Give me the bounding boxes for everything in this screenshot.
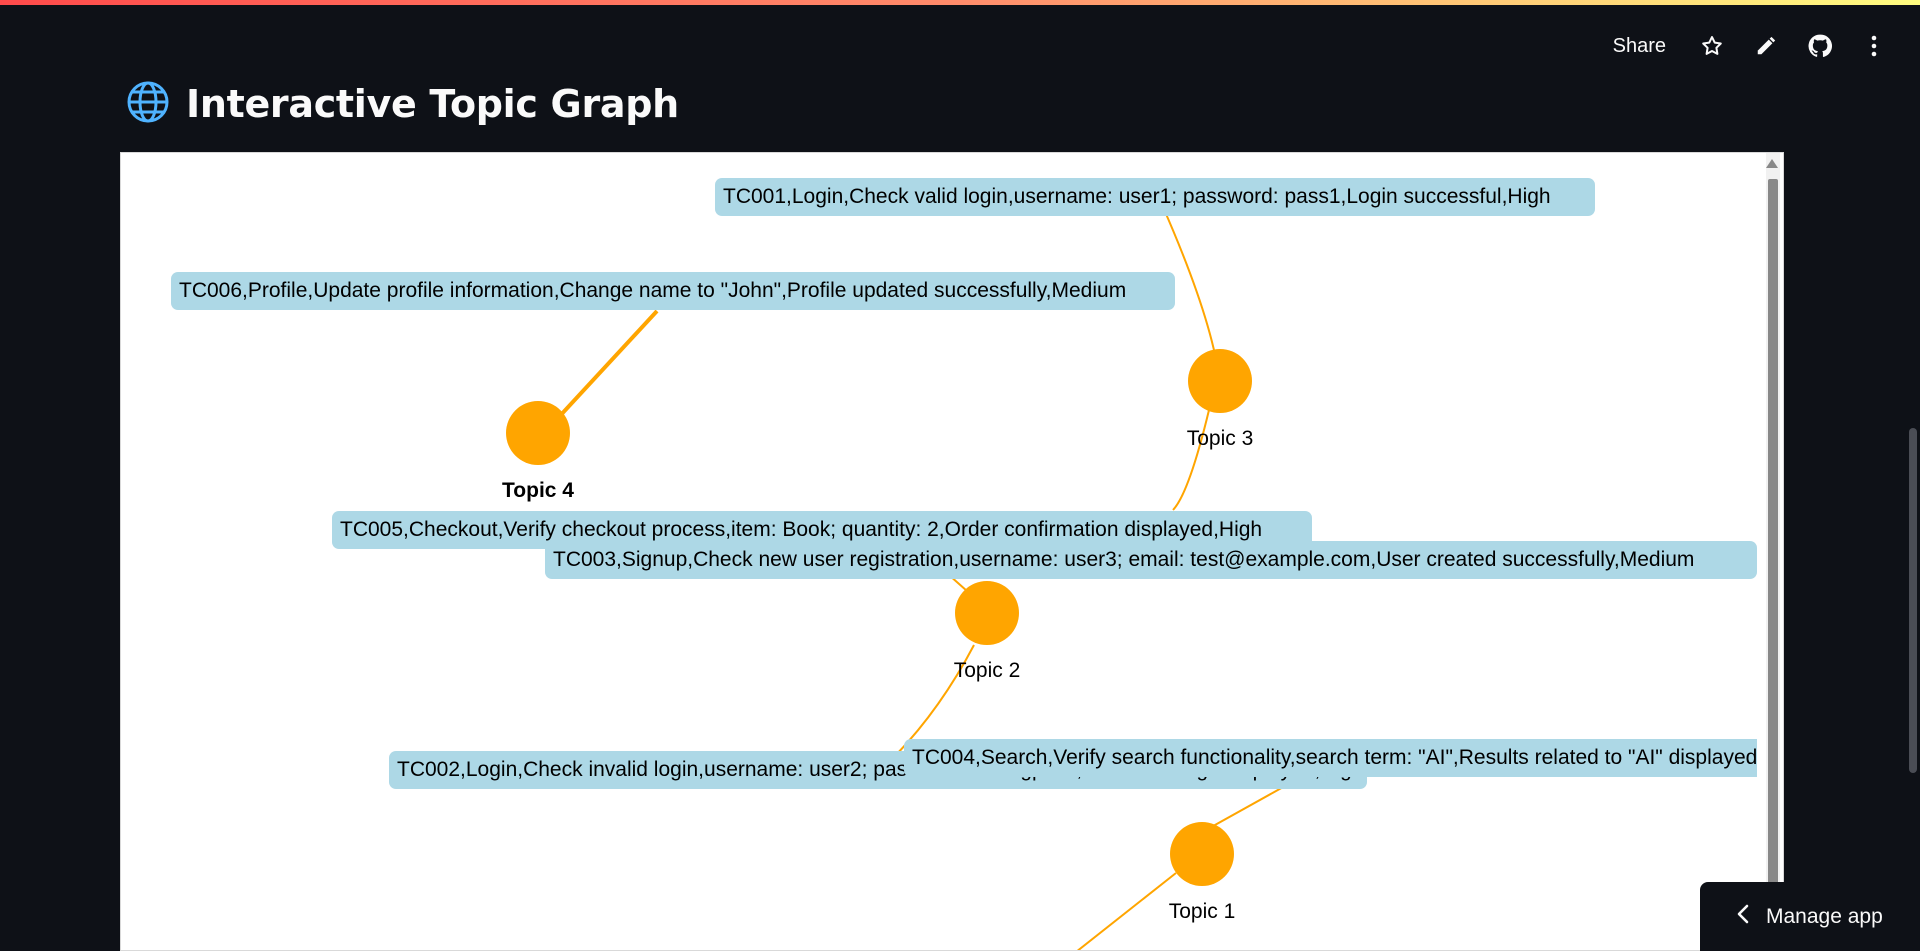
topic-node-4[interactable] (506, 401, 570, 465)
topic-label-2: Topic 2 (954, 659, 1021, 682)
share-button[interactable]: Share (1612, 34, 1666, 57)
pencil-icon[interactable] (1748, 28, 1784, 64)
edge-topic-3-tc003 (1172, 409, 1210, 511)
graph-edges-layer: Topic 3 Topic 4 Topic 2 Topic 1 (502, 206, 1322, 950)
globe-icon (126, 80, 170, 128)
topic-label-4: Topic 4 (502, 479, 574, 502)
edge-topic-1-extra (1076, 872, 1177, 950)
github-icon[interactable] (1802, 28, 1838, 64)
chevron-left-icon (1736, 904, 1750, 930)
manage-app-label: Manage app (1766, 904, 1883, 928)
more-vertical-icon[interactable] (1856, 28, 1892, 64)
graph-scrollbar-thumb[interactable] (1768, 179, 1778, 950)
test-case-tc004[interactable]: TC004,Search,Verify search functionality… (904, 739, 1757, 777)
topic-node-2[interactable] (955, 581, 1019, 645)
topic-graph-canvas[interactable]: Topic 3 Topic 4 Topic 2 Topic 1 TC001,Lo… (120, 152, 1784, 951)
test-case-tc001[interactable]: TC001,Login,Check valid login,username: … (715, 178, 1595, 216)
page-header: Interactive Topic Graph (126, 76, 679, 132)
scroll-up-icon[interactable] (1766, 159, 1778, 168)
star-icon[interactable] (1694, 28, 1730, 64)
app-toolbar: Share (1603, 24, 1892, 68)
topic-node-1[interactable] (1170, 822, 1234, 886)
page-scrollbar-thumb[interactable] (1909, 428, 1917, 773)
topic-label-1: Topic 1 (1169, 900, 1236, 923)
topic-node-3[interactable] (1188, 349, 1252, 413)
test-case-tc003[interactable]: TC003,Signup,Check new user registration… (545, 541, 1757, 579)
topic-label-3: Topic 3 (1187, 427, 1254, 450)
top-decoration-stripe (0, 0, 1920, 5)
manage-app-button[interactable]: Manage app (1700, 882, 1920, 951)
test-case-tc006[interactable]: TC006,Profile,Update profile information… (171, 272, 1175, 310)
page-title: Interactive Topic Graph (186, 82, 679, 126)
